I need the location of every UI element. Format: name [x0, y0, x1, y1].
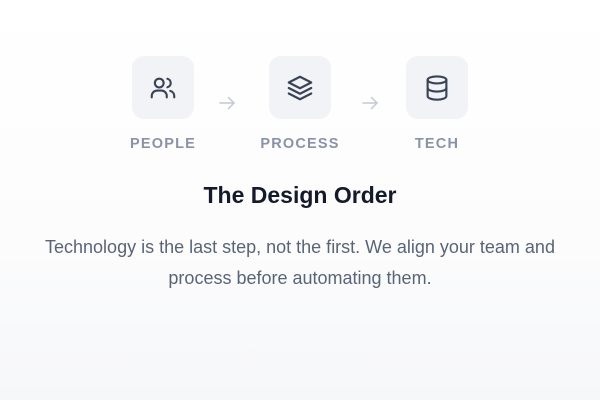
database-icon — [426, 74, 448, 101]
design-order-steps: PEOPLE PROCESS — [0, 56, 600, 156]
step-label-people: PEOPLE — [129, 136, 197, 152]
tech-tile — [406, 56, 468, 119]
step-process: PROCESS — [240, 56, 360, 152]
step-people: PEOPLE — [103, 56, 223, 152]
people-tile — [132, 56, 194, 119]
step-label-process: PROCESS — [260, 136, 340, 152]
layers-icon — [287, 75, 313, 100]
process-tile — [269, 56, 331, 119]
step-label-tech: TECH — [414, 136, 460, 152]
section-title: The Design Order — [203, 182, 397, 208]
step-tech: TECH — [377, 56, 497, 152]
arrow-right-icon — [361, 96, 379, 110]
users-icon — [150, 77, 176, 98]
arrow-right-icon — [218, 96, 236, 110]
section-description: Technology is the last step, not the fir… — [45, 237, 555, 288]
